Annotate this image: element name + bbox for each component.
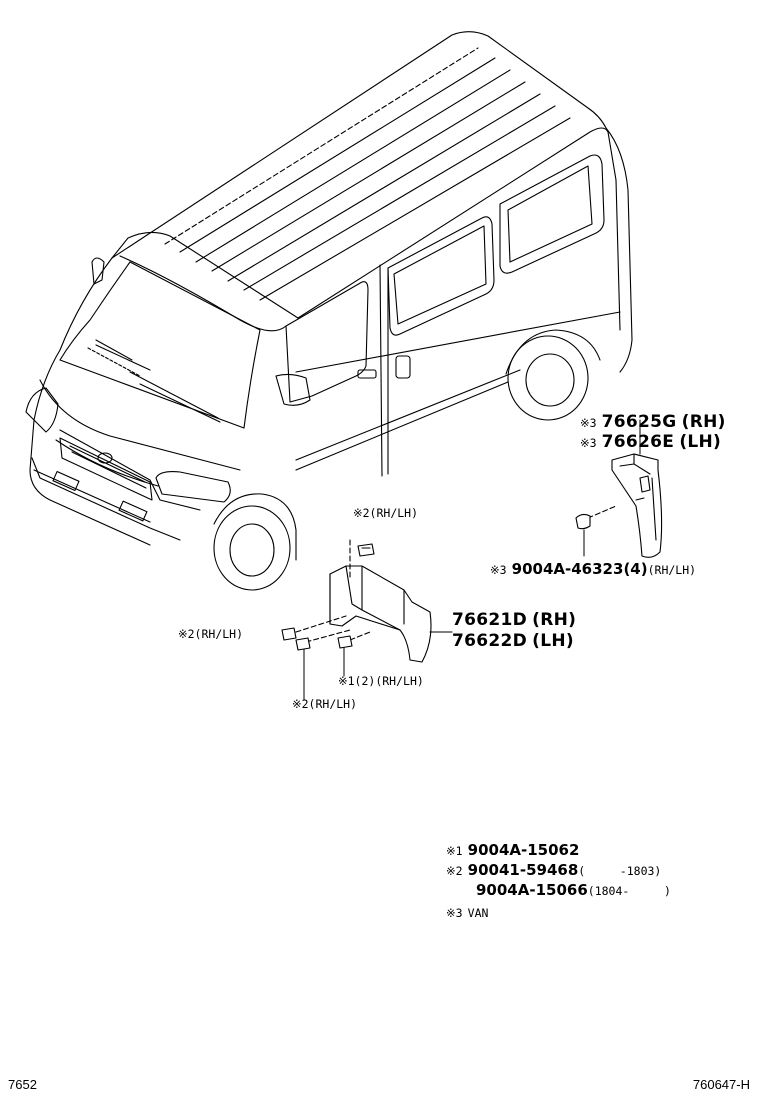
- screw-icon: [281, 627, 297, 641]
- legend-range: ( -1803): [578, 864, 662, 878]
- part-number: 9004A-46323: [511, 560, 624, 578]
- side-label: (RH/LH): [647, 563, 697, 577]
- legend-row: ※3 VAN: [446, 904, 488, 920]
- callout-screw-left: ※2(RH/LH): [178, 627, 244, 641]
- callout-76622d: 76622D (LH): [452, 633, 574, 650]
- callout-mark: ※3: [580, 436, 597, 450]
- part-number: 76621D: [452, 610, 528, 630]
- callout-76621d: 76621D (RH): [452, 612, 576, 629]
- callout-screw-lower-left: ※2(RH/LH): [292, 697, 358, 711]
- callout-9004a-46323: ※3 9004A-46323(4)(RH/LH): [490, 561, 696, 577]
- side-label: (RH): [681, 412, 726, 432]
- part-number: 76625G: [601, 412, 677, 432]
- legend-mark: ※1: [446, 844, 463, 858]
- callout-76625g: ※3 76625G (RH): [580, 414, 726, 431]
- legend-row: 9004A-15066(1804- ): [476, 882, 671, 898]
- legend-part: 90041-59468: [467, 861, 579, 879]
- footer-right-code: 760647-H: [692, 1077, 750, 1092]
- legend-part: 9004A-15062: [467, 841, 580, 859]
- front-mudguard-part: [281, 539, 453, 701]
- part-number: 76622D: [452, 631, 528, 651]
- side-label: (LH): [679, 432, 722, 452]
- screw-icon: [575, 513, 591, 530]
- callout-screw-bottom: ※1(2)(RH/LH): [338, 674, 424, 688]
- van-illustration: [25, 31, 633, 591]
- rear-mudguard-part: [575, 419, 663, 558]
- screw-icon: [337, 635, 353, 649]
- callout-mark: ※3: [580, 416, 597, 430]
- legend-mark: ※2: [446, 864, 463, 878]
- callout-76626e: ※3 76626E (LH): [580, 434, 721, 451]
- legend-row: ※2 90041-59468( -1803): [446, 862, 661, 878]
- footer-left-code: 7652: [8, 1077, 37, 1092]
- callout-mark: ※3: [490, 563, 507, 577]
- legend-range: (1804- ): [587, 884, 671, 898]
- part-number: 76626E: [601, 432, 675, 452]
- legend-range: VAN: [467, 906, 489, 920]
- quantity: (4): [623, 560, 648, 578]
- legend-mark: ※3: [446, 906, 463, 920]
- callout-screw-top: ※2(RH/LH): [353, 506, 419, 520]
- side-label: (RH): [532, 610, 577, 630]
- legend-part: 9004A-15066: [476, 881, 588, 899]
- side-label: (LH): [532, 631, 574, 651]
- screw-icon: [295, 637, 311, 651]
- screw-icon: [357, 543, 375, 557]
- legend-row: ※1 9004A-15062: [446, 842, 579, 858]
